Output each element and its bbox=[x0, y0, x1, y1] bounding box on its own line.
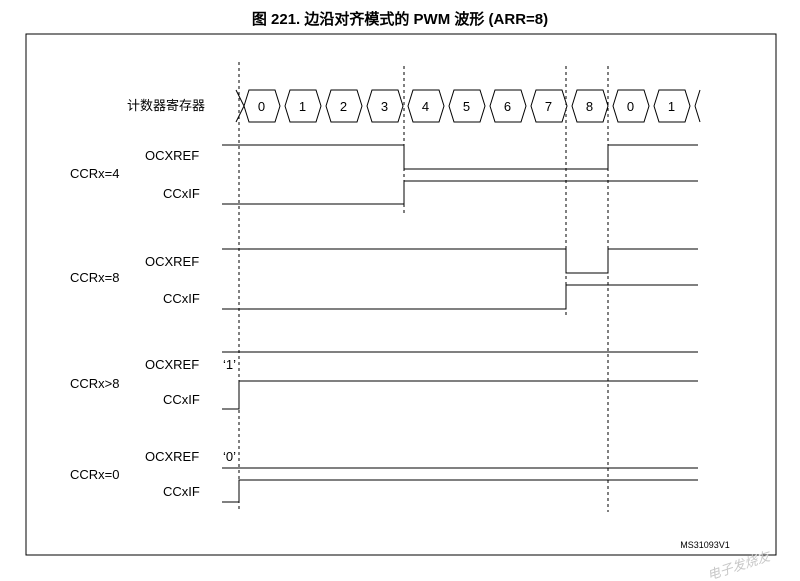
waveform-ccr8-ocxref bbox=[222, 248, 698, 274]
diagram-frame bbox=[25, 33, 777, 556]
tag-ccr0-ocxref: ‘0’ bbox=[223, 449, 236, 464]
counter-label: 计数器寄存器 bbox=[127, 98, 205, 113]
counter-cell bbox=[612, 89, 650, 123]
counter-cell bbox=[571, 89, 609, 123]
watermark-logo: 电子发烧友 bbox=[705, 548, 773, 581]
counter-value: 7 bbox=[545, 99, 552, 114]
counter-value: 2 bbox=[340, 99, 347, 114]
counter-cell bbox=[284, 89, 322, 123]
waveform-ccr0-ccxif bbox=[222, 479, 698, 503]
counter-cell bbox=[325, 89, 363, 123]
counter-cell bbox=[653, 89, 691, 123]
counter-value: 0 bbox=[258, 99, 265, 114]
group-label-ccr-gt8: CCRx>8 bbox=[70, 376, 120, 391]
signal-label-ccr-gt8-ccxif: CCxIF bbox=[163, 392, 200, 407]
figure-id: MS31093V1 bbox=[680, 540, 730, 550]
signal-label-ccr0-ocxref: OCXREF bbox=[145, 449, 199, 464]
counter-cell bbox=[243, 89, 281, 123]
group-label-ccr0: CCRx=0 bbox=[70, 467, 120, 482]
waveform-ccr-gt8-ccxif bbox=[222, 380, 698, 410]
counter-cell bbox=[489, 89, 527, 123]
signal-label-ccr8-ccxif: CCxIF bbox=[163, 291, 200, 306]
waveform-ccr8-ccxif bbox=[222, 284, 698, 310]
counter-cell bbox=[366, 89, 404, 123]
counter-register-cells: 0 1 2 3 4 5 6 7 8 0 1 bbox=[235, 89, 701, 123]
signal-label-ccr4-ccxif: CCxIF bbox=[163, 186, 200, 201]
counter-value: 1 bbox=[299, 99, 306, 114]
signal-label-ccr0-ccxif: CCxIF bbox=[163, 484, 200, 499]
waveform-ccr4-ocxref bbox=[222, 144, 698, 170]
signal-label-ccr-gt8-ocxref: OCXREF bbox=[145, 357, 199, 372]
counter-value: 5 bbox=[463, 99, 470, 114]
group-label-ccr8: CCRx=8 bbox=[70, 270, 120, 285]
tag-ccr-gt8-ocxref: ‘1’ bbox=[223, 357, 236, 372]
signal-label-ccr8-ocxref: OCXREF bbox=[145, 254, 199, 269]
waveform-ccr4-ccxif bbox=[222, 180, 698, 205]
figure-title: 图 221. 边沿对齐模式的 PWM 波形 (ARR=8) bbox=[251, 11, 549, 28]
counter-value: 4 bbox=[422, 99, 429, 114]
counter-cell-lead-edge bbox=[235, 89, 245, 123]
counter-value: 3 bbox=[381, 99, 388, 114]
counter-value: 0 bbox=[627, 99, 634, 114]
signal-label-ccr4-ocxref: OCXREF bbox=[145, 148, 199, 163]
counter-cell bbox=[448, 89, 486, 123]
counter-cell bbox=[407, 89, 445, 123]
group-label-ccr4: CCRx=4 bbox=[70, 166, 120, 181]
counter-value: 6 bbox=[504, 99, 511, 114]
counter-cell bbox=[530, 89, 568, 123]
counter-value: 1 bbox=[668, 99, 675, 114]
counter-value: 8 bbox=[586, 99, 593, 114]
counter-cell-tail-edge bbox=[694, 89, 701, 123]
